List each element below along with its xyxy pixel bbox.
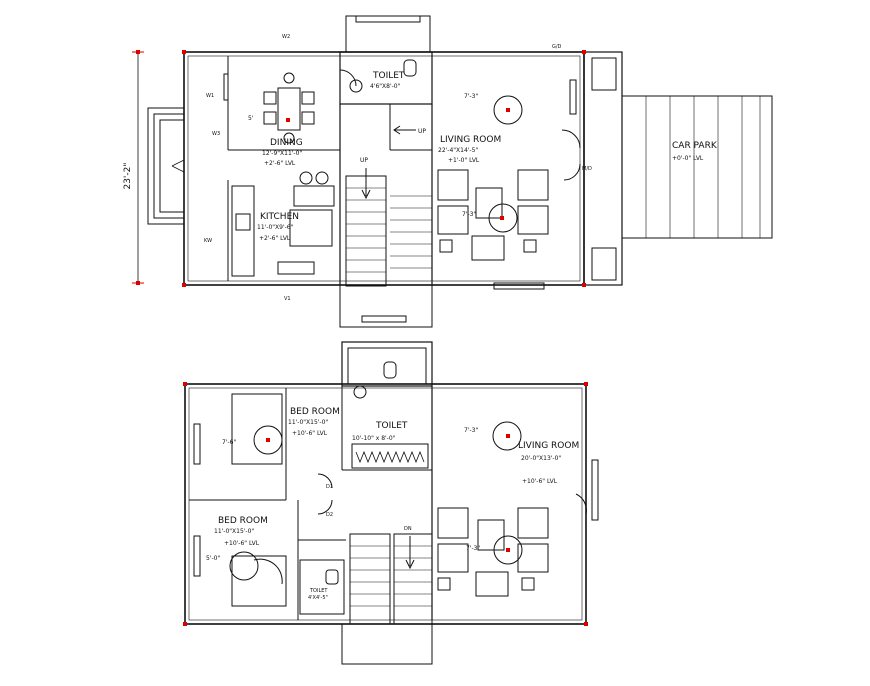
ff-bed2-size: 11'-0"X15'-0" — [214, 528, 254, 535]
ff-living-size: 20'-0"X13'-0" — [521, 455, 561, 462]
tag-v1: V1 — [284, 296, 291, 302]
overall-dimension: 23'-2" — [123, 162, 133, 189]
gf-toilet-name: TOILET — [372, 71, 405, 81]
tag-w3: W3 — [212, 131, 220, 137]
ff-bed2-name: BED ROOM — [218, 516, 268, 526]
ff-bed1-level: +10'-6" LVL — [292, 430, 328, 437]
gf-kitchen-level: +2'-6" LVL — [259, 235, 291, 242]
tag-gd: G/D — [552, 44, 562, 50]
tag-d1: D1 — [326, 484, 333, 490]
gf-living-name: LIVING ROOM — [440, 135, 501, 145]
ff-living-level: +10'-6" LVL — [522, 478, 558, 485]
tag-md: M/D — [582, 166, 592, 172]
ff-toilet-size: 10'-10" x 8'-0" — [352, 435, 396, 442]
ff-fan-label-4: 5'-0" — [206, 555, 220, 562]
ground-floor-plan — [132, 15, 773, 328]
gf-stair-up-label: UP — [360, 157, 368, 164]
gf-dining-name: DINING — [270, 138, 303, 148]
gf-dining-size: 12'-9"X11'-0" — [262, 150, 302, 157]
ff-toilet2-name: TOILET — [309, 588, 328, 594]
ff-fan-label-3: 7'-3" — [466, 545, 480, 552]
gf-toilet-size: 4'6"X8'-0" — [370, 83, 401, 90]
ff-toilet2-size: 4'X4'-5" — [308, 595, 328, 601]
gf-car-park-name: CAR PARK — [672, 141, 718, 151]
tag-kw: KW — [204, 238, 212, 244]
tag-d2: D2 — [326, 512, 333, 518]
gf-fan-label-1: 7'-3" — [464, 93, 478, 100]
ff-bed2-level: +10'-6" LVL — [224, 540, 260, 547]
ff-fan-label-1: 7'-6" — [222, 439, 236, 446]
ff-living-name: LIVING ROOM — [518, 441, 579, 451]
first-floor-plan — [184, 341, 599, 665]
gf-living-size: 22'-4"X14'-5" — [438, 147, 478, 154]
ff-bed1-size: 11'-0"X15'-0" — [288, 419, 328, 426]
gf-living-level: +1'-0" LVL — [448, 157, 480, 164]
ff-bed1-name: BED ROOM — [290, 407, 340, 417]
ff-stair-dn-label: DN — [404, 526, 412, 532]
gf-car-park-level: +0'-0" LVL — [672, 155, 704, 162]
red-markers — [136, 50, 588, 626]
gf-dim-label: 5' — [248, 115, 254, 122]
gf-kitchen-name: KITCHEN — [260, 212, 299, 222]
tag-w2: W2 — [282, 34, 290, 40]
gf-fan-label-2: 7'-3" — [462, 211, 476, 218]
gf-stair-up-label-2: UP — [418, 128, 426, 135]
gf-dining-level: +2'-6" LVL — [264, 160, 296, 167]
tag-w1: W1 — [206, 93, 214, 99]
gf-kitchen-size: 11'-0"X9'-6" — [257, 224, 294, 231]
ff-fan-label-2: 7'-3" — [464, 427, 478, 434]
ff-toilet-name: TOILET — [375, 421, 408, 431]
